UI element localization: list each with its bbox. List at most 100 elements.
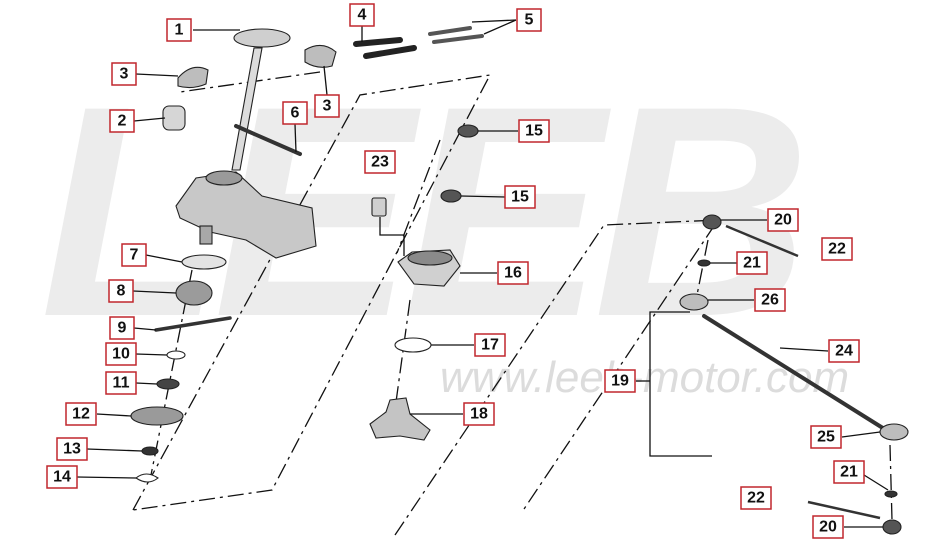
nut-13 [141, 446, 159, 456]
leader-lines [76, 19, 889, 528]
callout-15-upper: 15 [518, 119, 550, 143]
bolt-6 [234, 124, 302, 156]
watermark: LEEB www.leeb-motor.com [40, 43, 849, 402]
bolt-23 [371, 197, 387, 217]
seal-7 [181, 254, 227, 270]
housing-16-top [407, 250, 453, 266]
callout-5: 5 [516, 8, 542, 32]
callout-14: 14 [46, 465, 78, 489]
callout-26: 26 [754, 288, 786, 312]
svg-text:19: 19 [611, 373, 629, 390]
svg-text:14: 14 [53, 469, 71, 486]
callout-15-lower: 15 [504, 185, 536, 209]
callout-25: 25 [810, 425, 842, 449]
callout-24: 24 [828, 339, 860, 363]
svg-text:6: 6 [291, 105, 300, 122]
callout-22-upper: 22 [821, 237, 853, 261]
callout-11: 11 [105, 371, 137, 395]
callout-21-upper: 21 [736, 251, 768, 275]
svg-text:21: 21 [840, 464, 858, 481]
plate-12 [130, 406, 184, 426]
svg-text:3: 3 [323, 98, 332, 115]
svg-text:8: 8 [117, 283, 126, 300]
pin-9 [154, 316, 232, 332]
svg-text:7: 7 [130, 247, 139, 264]
washer-21-lower [884, 490, 898, 498]
nut-20-lower [882, 519, 902, 535]
svg-text:26: 26 [761, 292, 779, 309]
callout-22-lower: 22 [740, 486, 772, 510]
svg-text:21: 21 [743, 255, 761, 272]
pin-lower [363, 45, 417, 59]
pitman-arm-18 [369, 397, 431, 441]
svg-text:24: 24 [835, 343, 853, 360]
svg-text:4: 4 [358, 7, 367, 24]
callout-13: 13 [56, 437, 88, 461]
svg-text:22: 22 [828, 241, 846, 258]
washer-10 [166, 350, 186, 360]
svg-text:10: 10 [112, 346, 130, 363]
callout-4: 4 [349, 3, 375, 27]
svg-text:15: 15 [511, 189, 529, 206]
clip-14 [135, 473, 159, 483]
nut-20-upper [702, 214, 722, 230]
callout-21-lower: 21 [833, 460, 865, 484]
tie-rod-24 [702, 314, 888, 432]
washer-21-upper [697, 259, 711, 267]
svg-text:15: 15 [525, 123, 543, 140]
bearing-15-lower [440, 189, 462, 203]
pin-upper [353, 37, 403, 47]
svg-text:3: 3 [120, 66, 129, 83]
bushing [162, 105, 186, 131]
unit-top-collar [205, 170, 243, 186]
svg-text:1: 1 [175, 22, 184, 39]
svg-text:16: 16 [504, 265, 522, 282]
watermark-url: www.leeb-motor.com [440, 353, 849, 402]
callout-3-right: 3 [314, 94, 340, 118]
axis-line-15-16 [396, 139, 441, 254]
axis-line-right-top [695, 239, 709, 301]
callout-20-lower: 20 [812, 515, 844, 539]
bolt-lower [432, 34, 484, 44]
bolt-upper [428, 26, 472, 36]
callout-1: 1 [166, 18, 192, 42]
parts [130, 26, 909, 535]
callout-17: 17 [474, 333, 506, 357]
svg-text:2: 2 [118, 113, 127, 130]
callout-10: 10 [105, 342, 137, 366]
svg-text:23: 23 [371, 154, 389, 171]
callout-3-left: 3 [111, 62, 137, 86]
svg-text:20: 20 [774, 212, 792, 229]
svg-text:12: 12 [72, 406, 90, 423]
callout-12: 12 [65, 402, 97, 426]
axis-line-right-bottom [889, 444, 893, 521]
watermark-brand: LEEB [40, 43, 800, 379]
svg-text:9: 9 [118, 320, 127, 337]
svg-text:20: 20 [819, 519, 837, 536]
cotter-pin-22-lower [807, 500, 881, 520]
cotter-pin-22-upper [725, 224, 799, 258]
clamp-right [304, 44, 337, 68]
tie-rod-assembly-bracket [649, 311, 712, 457]
svg-text:17: 17 [481, 337, 499, 354]
svg-text:11: 11 [113, 375, 130, 392]
callout-20-upper: 20 [767, 208, 799, 232]
svg-text:5: 5 [525, 12, 534, 29]
callout-6: 6 [282, 101, 308, 125]
svg-text:18: 18 [470, 406, 488, 423]
callout-8: 8 [108, 279, 134, 303]
top-bracket [233, 28, 291, 48]
callout-7: 7 [121, 243, 147, 267]
bearing-15-upper [457, 124, 479, 138]
bearing-8 [175, 280, 213, 306]
callout-18: 18 [463, 402, 495, 426]
svg-text:25: 25 [817, 429, 835, 446]
callout-16: 16 [497, 261, 529, 285]
callouts: 1 2 3 3 4 5 6 7 8 9 10 11 12 13 14 15 15… [46, 3, 865, 539]
callout-2: 2 [109, 109, 135, 133]
middle-assembly-outline [394, 219, 720, 536]
svg-text:22: 22 [747, 490, 765, 507]
callout-19: 19 [604, 369, 636, 393]
washer-11 [156, 378, 180, 390]
clamp-left [177, 66, 209, 89]
